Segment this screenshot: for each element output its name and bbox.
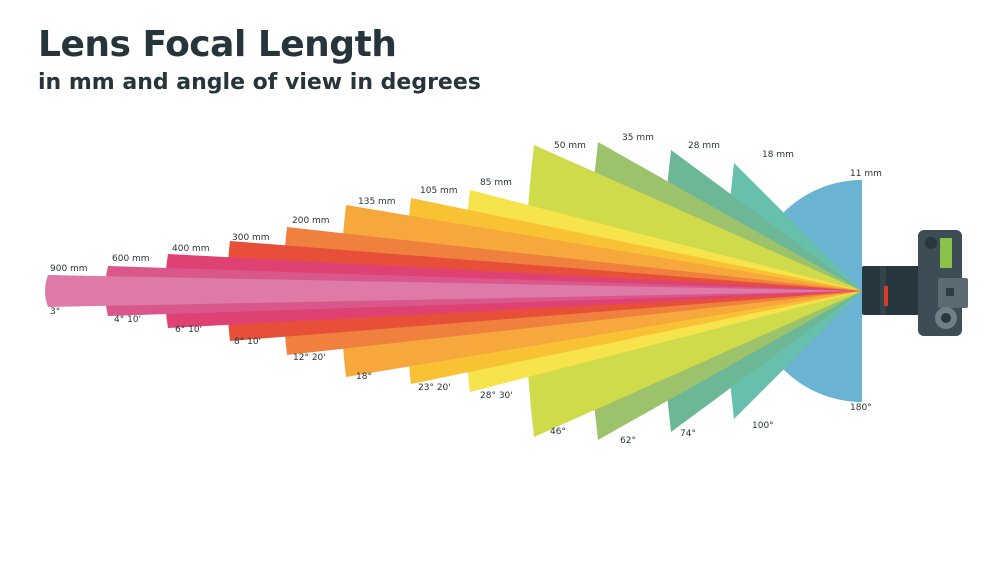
angle-of-view-label: 46° [550, 427, 566, 437]
angle-of-view-label: 74° [680, 429, 696, 439]
wedge-900mm [45, 275, 862, 307]
focal-length-label: 200 mm [292, 216, 330, 226]
focal-length-label: 900 mm [50, 264, 88, 274]
angle-of-view-label: 3° [50, 307, 60, 317]
camera-viewfinder [940, 238, 952, 268]
angle-of-view-label: 62° [620, 436, 636, 446]
focal-length-label: 50 mm [554, 141, 586, 151]
focal-length-label: 11 mm [850, 169, 882, 179]
angle-of-view-label: 23° 20' [418, 383, 451, 393]
angle-of-view-label: 18° [356, 372, 372, 382]
angle-of-view-label: 180° [850, 403, 872, 413]
focal-length-label: 135 mm [358, 197, 396, 207]
focal-length-label: 85 mm [480, 178, 512, 188]
camera-lens-red-ring [884, 286, 888, 306]
wedges-layer [45, 142, 863, 440]
angle-of-view-label: 6° 10' [175, 325, 202, 335]
angle-of-view-label: 8° 10' [234, 337, 261, 347]
camera-dial [925, 237, 937, 249]
camera-shutter [941, 313, 951, 323]
camera-lens-barrel [862, 266, 926, 315]
labels-layer: 11 mm 180° 18 mm 100° 28 mm 74° 35 mm 62° 50 mm 4… [50, 133, 882, 446]
angle-of-view-label: 12° 20' [293, 353, 326, 363]
camera-lens-stripe [880, 266, 886, 315]
page-subtitle: in mm and angle of view in degrees [38, 70, 481, 95]
focal-length-label: 105 mm [420, 186, 458, 196]
focal-length-label: 400 mm [172, 244, 210, 254]
focal-length-label: 18 mm [762, 150, 794, 160]
page-title: Lens Focal Length [38, 24, 397, 65]
focal-length-label: 600 mm [112, 254, 150, 264]
focal-length-label: 28 mm [688, 141, 720, 151]
focal-length-label: 300 mm [232, 233, 270, 243]
camera-button [946, 288, 954, 296]
angle-of-view-label: 28° 30' [480, 391, 513, 401]
angle-of-view-label: 4° 10' [114, 315, 141, 325]
camera-icon [862, 230, 968, 336]
angle-of-view-label: 100° [752, 421, 774, 431]
focal-length-label: 35 mm [622, 133, 654, 143]
